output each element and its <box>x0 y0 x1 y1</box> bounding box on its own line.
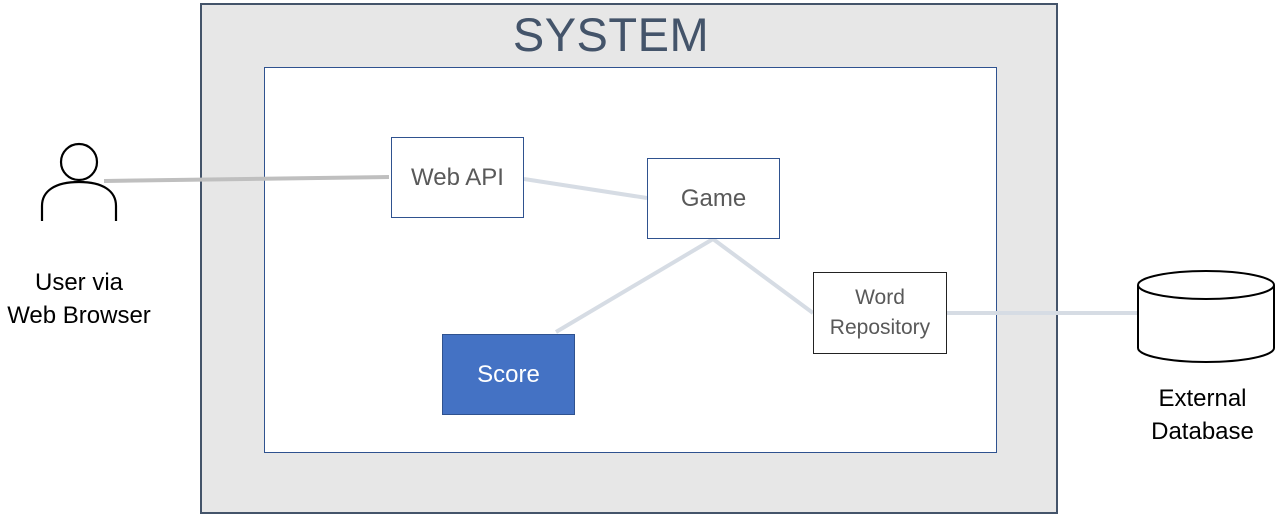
connector-game-wordrepo <box>711 237 815 315</box>
database-label-line2: Database <box>1151 418 1254 445</box>
connector-game-score <box>554 237 715 334</box>
word-repository-label-line2: Repository <box>829 316 931 339</box>
user-label-line2: Web Browser <box>7 302 151 329</box>
game-component: Game <box>647 158 780 239</box>
word-repository-component: Word Repository <box>813 272 947 354</box>
score-component: Score <box>442 334 575 415</box>
game-label: Game <box>680 184 747 212</box>
connector-user-webapi <box>103 175 390 183</box>
web-api-label: Web API <box>411 163 504 191</box>
user-label-line1: User via <box>34 269 124 296</box>
person-icon <box>40 142 118 221</box>
database-cylinder-icon <box>1137 270 1275 363</box>
database-label-line1: External <box>1158 385 1247 412</box>
score-label: Score <box>477 360 540 388</box>
connector-webapi-game <box>523 177 648 200</box>
user-actor-label: User via Web Browser <box>0 266 158 332</box>
web-api-component: Web API <box>391 137 524 218</box>
external-database-label: External Database <box>1130 382 1275 448</box>
system-title: SYSTEM <box>512 8 710 61</box>
word-repository-label-line1: Word <box>855 286 905 309</box>
system-inner-container <box>264 67 997 453</box>
